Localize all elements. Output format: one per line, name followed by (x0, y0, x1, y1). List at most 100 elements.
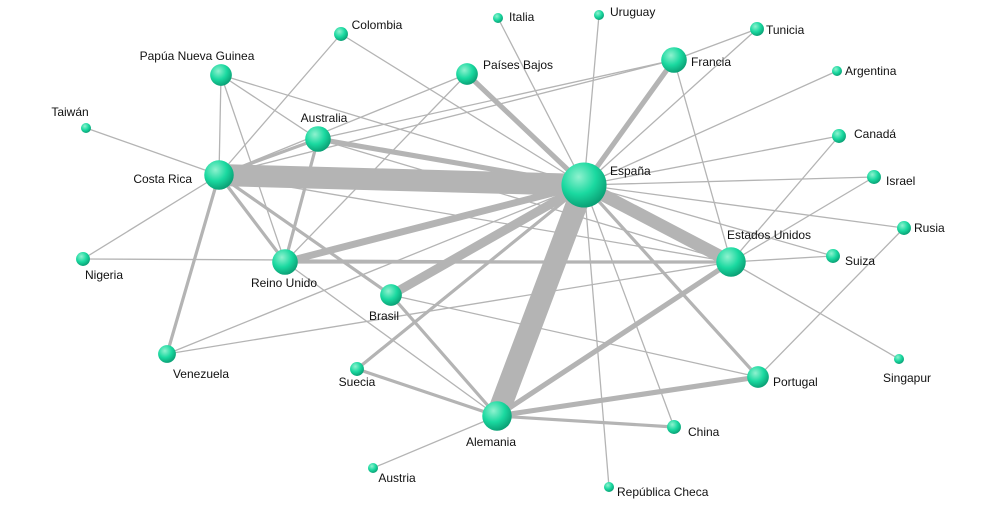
edge-paises_bajos-reino_unido (284, 73, 468, 263)
edge-espana-tunicia (583, 28, 758, 186)
node-papua[interactable]: Papúa Nueva Guinea (140, 49, 255, 86)
edge-espana-republica_checa (583, 184, 610, 488)
node-label-portugal: Portugal (773, 375, 818, 389)
node-circle-estados_unidos[interactable] (716, 247, 746, 277)
node-circle-paises_bajos[interactable] (456, 63, 478, 85)
node-circle-venezuela[interactable] (158, 345, 176, 363)
edge-colombia-espana (340, 33, 585, 186)
node-singapur[interactable]: Singapur (883, 354, 931, 385)
node-label-tunicia: Tunicia (766, 23, 805, 37)
node-circle-taiwan[interactable] (81, 123, 91, 133)
node-rusia[interactable]: Rusia (897, 221, 945, 235)
node-costa_rica[interactable]: Costa Rica (133, 160, 234, 190)
node-china[interactable]: China (667, 420, 720, 439)
edge-taiwan-costa_rica (85, 127, 220, 176)
edge-alemania-austria (372, 415, 498, 469)
node-colombia[interactable]: Colombia (334, 18, 403, 41)
edge-papua-espana (220, 74, 585, 186)
edge-espana-francia (581, 57, 677, 188)
node-label-singapur: Singapur (883, 371, 931, 385)
node-australia[interactable]: Australia (301, 111, 348, 152)
edge-espana-suecia (355, 183, 586, 371)
edge-espana-italia (497, 17, 585, 186)
node-circle-colombia[interactable] (334, 27, 348, 41)
node-alemania[interactable]: Alemania (466, 401, 516, 449)
edge-espana-alemania (486, 174, 595, 427)
node-francia[interactable]: Francia (661, 47, 731, 73)
node-tunicia[interactable]: Tunicia (750, 22, 805, 37)
node-circle-argentina[interactable] (832, 66, 842, 76)
edge-portugal-rusia (757, 227, 905, 378)
node-circle-republica_checa[interactable] (604, 482, 614, 492)
node-circle-rusia[interactable] (897, 221, 911, 235)
node-circle-singapur[interactable] (894, 354, 904, 364)
edge-alemania-brasil (389, 293, 499, 418)
node-circle-espana[interactable] (561, 162, 607, 208)
edge-espana-portugal (582, 183, 760, 379)
node-circle-alemania[interactable] (482, 401, 512, 431)
node-circle-israel[interactable] (867, 170, 881, 184)
node-circle-uruguay[interactable] (594, 10, 604, 20)
edge-alemania-estados_unidos (494, 259, 734, 419)
node-circle-austria[interactable] (368, 463, 378, 473)
node-circle-reino_unido[interactable] (272, 249, 298, 275)
node-venezuela[interactable]: Venezuela (158, 345, 229, 381)
node-circle-italia[interactable] (493, 13, 503, 23)
node-circle-brasil[interactable] (380, 284, 402, 306)
node-label-austria: Austria (378, 471, 416, 485)
edge-espana-venezuela (166, 184, 585, 355)
edge-reino_unido-alemania (284, 261, 498, 417)
node-circle-suecia[interactable] (350, 362, 364, 376)
node-label-canada: Canadá (854, 127, 896, 141)
node-taiwan[interactable]: Taiwán (51, 105, 91, 133)
node-label-estados_unidos: Estados Unidos (727, 228, 811, 242)
node-circle-papua[interactable] (210, 64, 232, 86)
node-label-venezuela: Venezuela (173, 367, 229, 381)
edge-francia-estados_unidos (673, 59, 732, 263)
node-austria[interactable]: Austria (368, 463, 416, 485)
node-label-taiwan: Taiwán (51, 105, 88, 119)
node-circle-suiza[interactable] (826, 249, 840, 263)
edge-espana-rusia (583, 184, 905, 229)
node-circle-china[interactable] (667, 420, 681, 434)
node-israel[interactable]: Israel (867, 170, 915, 188)
node-reino_unido[interactable]: Reino Unido (251, 249, 317, 290)
node-circle-canada[interactable] (832, 129, 846, 143)
node-brasil[interactable]: Brasil (369, 284, 402, 323)
node-label-nigeria: Nigeria (85, 268, 123, 282)
node-espana[interactable]: España (561, 162, 651, 208)
edge-alemania-portugal (494, 374, 761, 419)
node-circle-francia[interactable] (661, 47, 687, 73)
node-nigeria[interactable]: Nigeria (76, 252, 123, 282)
node-label-reino_unido: Reino Unido (251, 276, 317, 290)
node-uruguay[interactable]: Uruguay (594, 5, 655, 20)
node-circle-tunicia[interactable] (750, 22, 764, 36)
node-argentina[interactable]: Argentina (832, 64, 897, 78)
node-circle-costa_rica[interactable] (204, 160, 234, 190)
edge-espana-reino_unido (281, 181, 588, 266)
edge-espana-estados_unidos (577, 178, 738, 269)
node-republica_checa[interactable]: República Checa (604, 482, 709, 499)
node-estados_unidos[interactable]: Estados Unidos (716, 228, 811, 277)
node-label-argentina: Argentina (845, 64, 897, 78)
node-circle-nigeria[interactable] (76, 252, 90, 266)
node-portugal[interactable]: Portugal (747, 366, 818, 389)
node-label-rusia: Rusia (914, 221, 945, 235)
edge-costa_rica-papua (218, 74, 222, 176)
edge-costa_rica-venezuela (165, 173, 221, 356)
edge-espana-uruguay (583, 14, 600, 186)
node-circle-portugal[interactable] (747, 366, 769, 388)
node-italia[interactable]: Italia (493, 10, 535, 24)
node-suiza[interactable]: Suiza (826, 249, 875, 268)
edge-paises_bajos-costa_rica (218, 73, 468, 176)
edge-costa_rica-reino_unido (217, 173, 287, 264)
edge-layer (82, 14, 905, 488)
node-label-uruguay: Uruguay (610, 5, 655, 19)
node-label-australia: Australia (301, 111, 348, 125)
node-canada[interactable]: Canadá (832, 127, 896, 143)
node-suecia[interactable]: Suecia (339, 362, 376, 389)
node-paises_bajos[interactable]: Países Bajos (456, 58, 553, 85)
edge-espana-paises_bajos (464, 71, 587, 188)
node-label-alemania: Alemania (466, 435, 516, 449)
node-circle-australia[interactable] (305, 126, 331, 152)
